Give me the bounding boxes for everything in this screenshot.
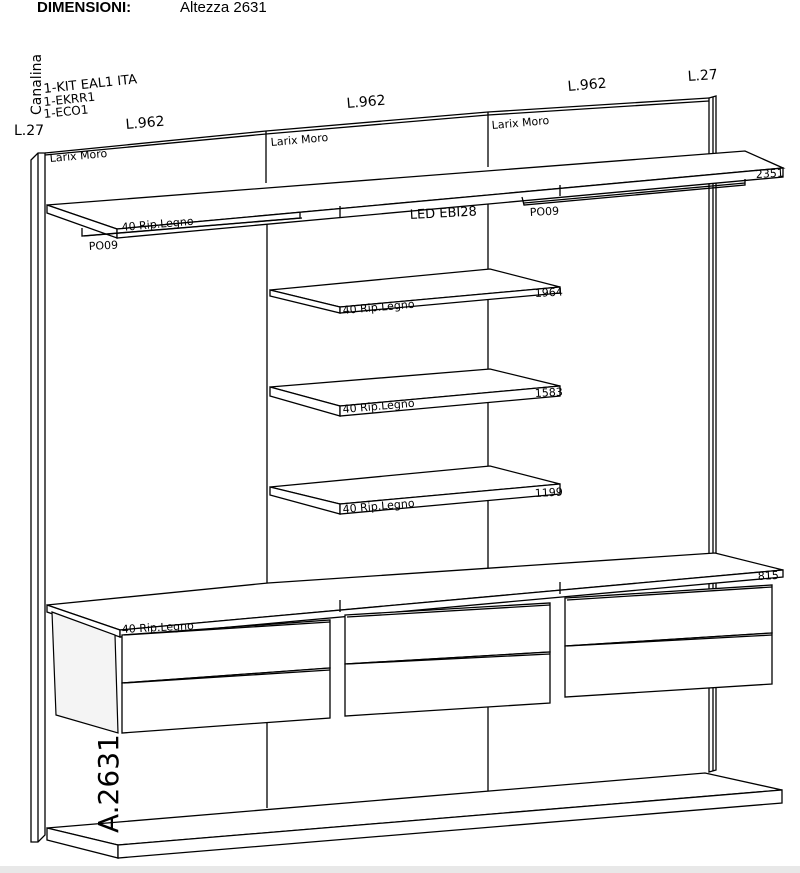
shelf-1199 [269, 465, 561, 515]
bay-2-width: L.962 [346, 93, 386, 112]
dimensions-header: DIMENSIONI: Altezza 2631 [0, 0, 800, 24]
drawer-unit-center [344, 602, 551, 717]
bay-2-finish: Larix Moro [270, 131, 329, 149]
shelf-1583-tag: 40 Rip.Legno [342, 397, 415, 416]
counter-top [46, 552, 784, 638]
led-label: LED EBI28 [409, 205, 477, 223]
hanging-rods [81, 179, 746, 237]
height-815-label: 815 [757, 569, 779, 583]
top-shelf [46, 150, 786, 239]
left-end-width: L.27 [14, 123, 44, 139]
ekrr-label: 1-EKRR1 [43, 90, 96, 109]
total-height-label: A.2631 [92, 734, 125, 833]
bottom-strip [0, 866, 800, 873]
bay-1-finish: Larix Moro [49, 147, 108, 165]
rod-left-label: PO09 [88, 238, 118, 253]
counter-tag: 40 Rip.Legno [121, 619, 194, 636]
shelf-1964-tag: 40 Rip.Legno [342, 298, 415, 317]
bay-1-width: L.962 [125, 114, 165, 133]
height-2351-label: 2351 [755, 167, 784, 181]
eco-label: 1-ECO1 [43, 102, 89, 121]
drawer-unit-right [564, 584, 773, 698]
height-1964-label: 1964 [534, 286, 563, 300]
bay-3-finish: Larix Moro [491, 114, 550, 132]
top-shelf-tag: 40 Rip.Legno [121, 215, 194, 234]
height-1583-label: 1583 [534, 386, 563, 400]
height-1199-label: 1199 [534, 486, 563, 500]
dimensions-label: DIMENSIONI: [37, 0, 132, 16]
bottom-shelf [46, 772, 783, 859]
back-panels [44, 97, 710, 808]
rod-right-label: PO09 [529, 204, 559, 219]
right-end-width: L.27 [687, 67, 718, 85]
drawer-unit-left [121, 619, 331, 734]
shelf-1964 [269, 268, 561, 314]
left-support [51, 611, 119, 734]
shelf-1583 [269, 368, 561, 417]
height-value: Altezza 2631 [180, 0, 267, 16]
shelf-1199-tag: 40 Rip.Legno [342, 497, 415, 516]
left-channel [30, 152, 46, 843]
canalina-label: Canalina [29, 54, 45, 115]
bay-3-width: L.962 [567, 76, 607, 95]
